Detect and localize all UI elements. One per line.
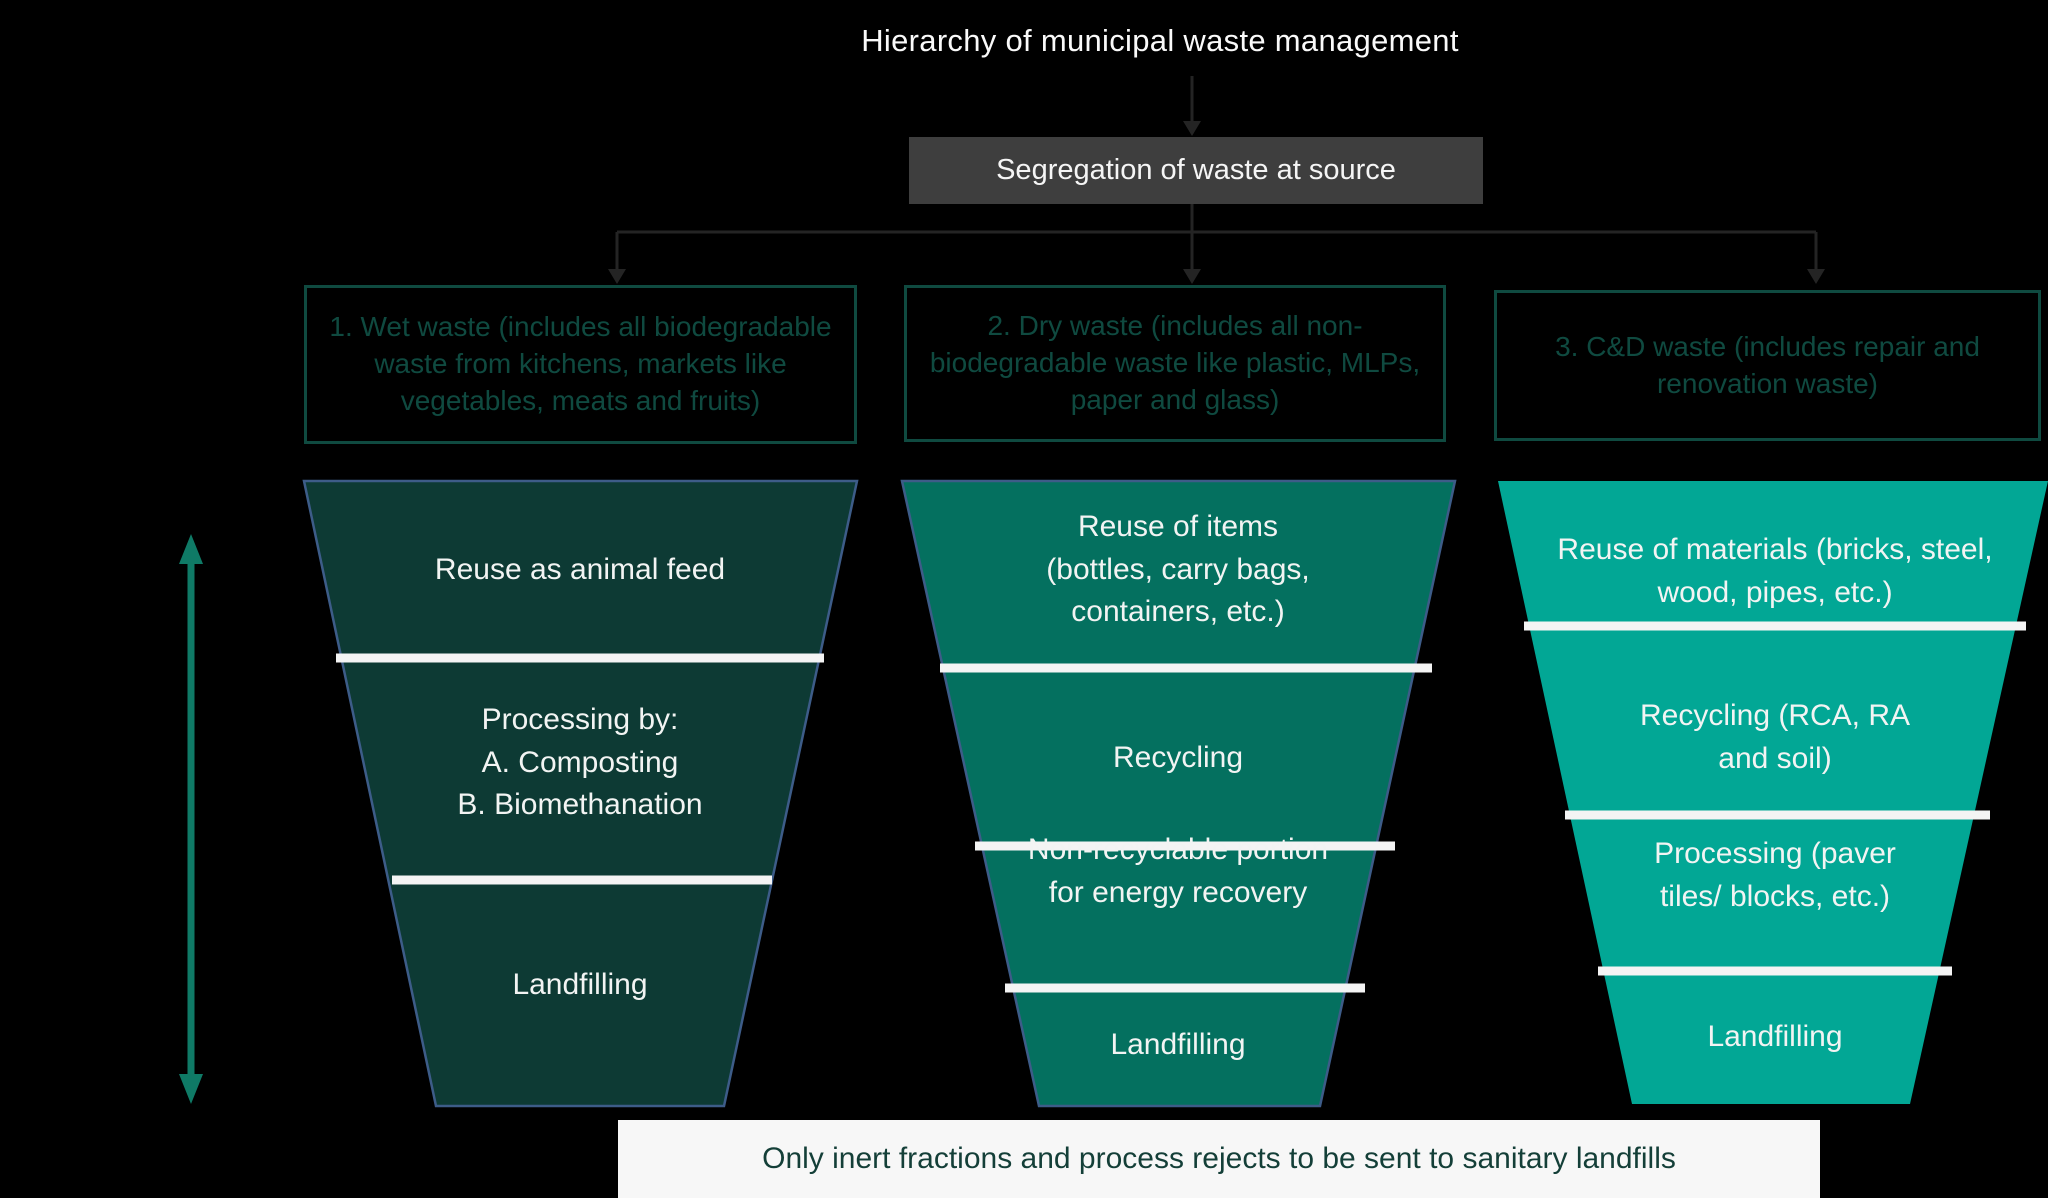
category-box-wet-waste: 1. Wet waste (includes all biodegradable…	[304, 285, 857, 444]
category-box-dry-waste: 2. Dry waste (includes all non-biodegrad…	[904, 285, 1446, 442]
dry-waste-funnel-shape	[900, 479, 1457, 1108]
wet-funnel-section-processing: Processing by: A. Composting B. Biometha…	[457, 703, 703, 822]
branch-right-arrowhead-icon	[1807, 269, 1825, 284]
branch-left-arrowhead-icon	[608, 269, 626, 284]
segregation-box: Segregation of waste at source	[909, 137, 1483, 204]
dry-funnel-section-landfilling: Landfilling	[1110, 1027, 1246, 1061]
wet-funnel-section-landfilling: Landfilling	[512, 967, 648, 1001]
title-to-segregation-arrowhead-icon	[1183, 121, 1201, 136]
branch-middle-arrowhead-icon	[1183, 269, 1201, 284]
cd-funnel-section-recycling: Recycling (RCA, RA and soil)	[1639, 699, 1911, 775]
priority-arrow-down-head-icon	[179, 1074, 203, 1104]
wet-funnel-section-reuse: Reuse as animal feed	[434, 552, 726, 586]
dry-funnel-section-energy-recovery: Non-recyclable portion for energy recove…	[1027, 833, 1329, 909]
priority-arrow-up-head-icon	[179, 534, 203, 564]
dry-funnel-section-reuse: Reuse of items (bottles, carry bags, con…	[1046, 510, 1310, 629]
cd-funnel-section-processing: Processing (paver tiles/ blocks, etc.)	[1654, 837, 1896, 913]
dry-funnel-section-recycling: Recycling	[1112, 740, 1244, 774]
wet-waste-funnel-shape	[302, 479, 859, 1108]
category-box-cd-waste: 3. C&D waste (includes repair and renova…	[1494, 290, 2041, 441]
cd-funnel-section-reuse: Reuse of materials (bricks, steel, wood,…	[1557, 533, 1993, 609]
footer-note: Only inert fractions and process rejects…	[618, 1120, 1820, 1198]
page-title: Hierarchy of municipal waste management	[861, 23, 1459, 58]
cd-waste-funnel-shape	[1498, 481, 2048, 1104]
cd-funnel-section-landfilling: Landfilling	[1707, 1019, 1843, 1053]
